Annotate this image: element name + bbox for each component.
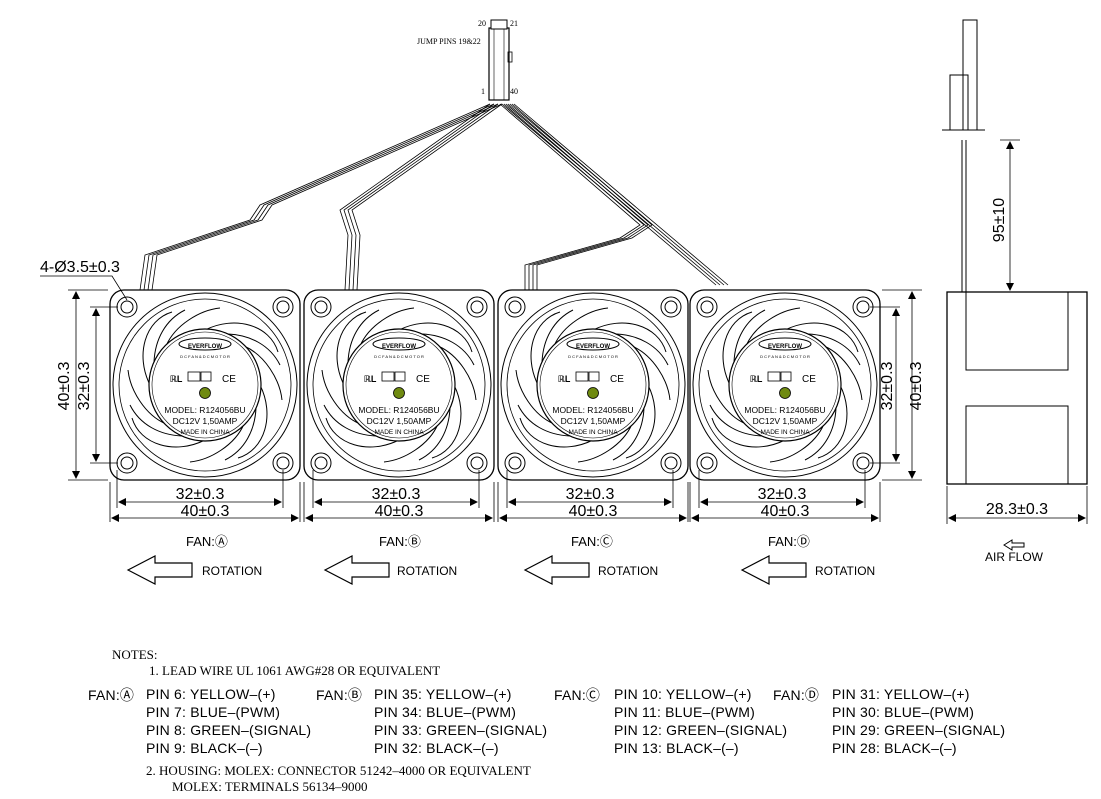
height-inner-left-label: 32±0.3 <box>76 361 93 410</box>
fan-d-width-inner-label: 32±0.3 <box>758 486 807 503</box>
fan-d-tagline: D C F A N & D C M O T O R <box>760 354 810 359</box>
fan-a-model: MODEL: R124056BU <box>164 405 245 415</box>
fan-c-rotation-label: ROTATION <box>598 564 658 578</box>
lead-length-label: 95±10 <box>991 198 1008 242</box>
height-inner-right-label: 32±0.3 <box>879 361 896 410</box>
fan-a-origin: MADE IN CHINA <box>180 429 230 436</box>
fan-b-model: MODEL: R124056BU <box>358 405 439 415</box>
fan-c-origin: MADE IN CHINA <box>568 429 618 436</box>
side-view <box>942 19 1088 485</box>
fan-d-model: MODEL: R124056BU <box>744 405 825 415</box>
fan-d-ul-mark: ℝL <box>750 374 763 384</box>
fan-a-rating: DC12V 1,50AMP <box>173 416 238 426</box>
depth-label: 28.3±0.3 <box>986 501 1048 518</box>
fan-a-title: FAN:Ⓐ <box>186 534 228 549</box>
fan-c-title: FAN:Ⓒ <box>571 534 613 549</box>
fan-d-ce-mark: CE <box>802 374 816 385</box>
fan-d-width-outer-label: 40±0.3 <box>761 503 810 520</box>
air-flow-arrow-icon <box>1003 539 1025 551</box>
fan-a-brand: EVERFLOW <box>188 344 222 350</box>
fan-b-brand: EVERFLOW <box>382 344 416 350</box>
pin-21-label: 21 <box>510 19 518 28</box>
height-outer-left-label: 40±0.3 <box>56 361 73 410</box>
height-outer-right-label: 40±0.3 <box>908 361 925 410</box>
fan-d-rating: DC12V 1,50AMP <box>753 416 818 426</box>
fan-a-ce-mark: CE <box>222 374 236 385</box>
fan-c-rating: DC12V 1,50AMP <box>561 416 626 426</box>
wire-harness <box>139 103 729 291</box>
fan-a-width-inner-label: 32±0.3 <box>176 486 225 503</box>
fan-c-tagline: D C F A N & D C M O T O R <box>568 354 618 359</box>
pin-1-label: 1 <box>481 87 485 96</box>
rotation-arrow-d-icon <box>740 555 807 585</box>
fan-a-ul-mark: ℝL <box>170 374 183 384</box>
fan-c-model: MODEL: R124056BU <box>552 405 633 415</box>
fan-d-rotation-label: ROTATION <box>815 564 875 578</box>
hole-spec-label: 4-Ø3.5±0.3 <box>40 259 120 276</box>
fan-b-ce-mark: CE <box>416 374 430 385</box>
dimension-lines <box>40 139 1088 524</box>
fan-a-rotation-label: ROTATION <box>202 564 262 578</box>
pin-20-label: 20 <box>478 19 486 28</box>
fan-d-title: FAN:Ⓓ <box>768 534 810 549</box>
fan-b-rotation-label: ROTATION <box>397 564 457 578</box>
rotation-arrow-b-icon <box>323 555 390 585</box>
fan-c-ce-mark: CE <box>610 374 624 385</box>
pin-40-label: 40 <box>510 87 518 96</box>
fan-d-brand: EVERFLOW <box>768 344 802 350</box>
fan-c-brand: EVERFLOW <box>576 344 610 350</box>
fan-c-width-outer-label: 40±0.3 <box>569 503 618 520</box>
air-flow-label: AIR FLOW <box>985 550 1044 564</box>
fan-c-ul-mark: ℝL <box>558 374 571 384</box>
fan-d-origin: MADE IN CHINA <box>760 429 810 436</box>
fan-b-title: FAN:Ⓑ <box>379 534 421 549</box>
fan-b <box>303 289 495 481</box>
fan-b-width-outer-label: 40±0.3 <box>375 503 424 520</box>
fan-b-width-inner-label: 32±0.3 <box>372 486 421 503</box>
fan-c <box>497 289 689 481</box>
fan-b-ul-mark: ℝL <box>364 374 377 384</box>
connector <box>488 19 513 101</box>
fan-d <box>689 289 881 481</box>
connector-label: JUMP PINS 19&22 <box>417 37 481 46</box>
fan-a-tagline: D C F A N & D C M O T O R <box>180 354 230 359</box>
rotation-arrow-c-icon <box>523 555 590 585</box>
fan-b-rating: DC12V 1,50AMP <box>367 416 432 426</box>
fan-c-width-inner-label: 32±0.3 <box>566 486 615 503</box>
fan-a <box>109 289 301 481</box>
fan-b-origin: MADE IN CHINA <box>374 429 424 436</box>
rotation-arrow-a-icon <box>126 555 193 585</box>
fan-b-tagline: D C F A N & D C M O T O R <box>374 354 424 359</box>
fan-a-width-outer-label: 40±0.3 <box>181 503 230 520</box>
